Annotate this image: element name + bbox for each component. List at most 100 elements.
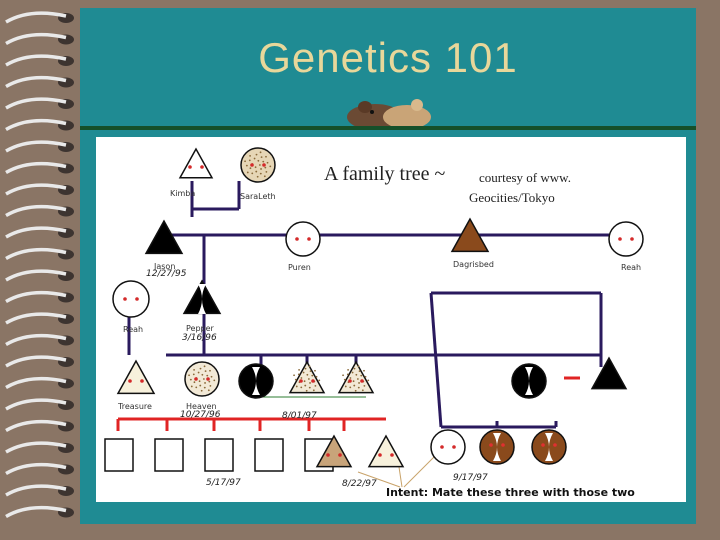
eye — [452, 445, 456, 449]
eye — [440, 445, 444, 449]
spiral-ring — [5, 290, 67, 304]
spiral-ring — [5, 32, 67, 46]
coat-speckle — [193, 381, 196, 384]
eye — [326, 453, 330, 457]
eye — [206, 377, 210, 381]
placeholder-box — [104, 438, 134, 472]
eye — [188, 165, 192, 169]
tree-graphic — [104, 147, 644, 488]
litter-date: 5/17/97 — [206, 478, 241, 488]
coat-speckle — [195, 386, 198, 389]
coat-speckle — [259, 151, 262, 154]
placeholder-box — [254, 438, 284, 472]
coat-speckle — [204, 370, 207, 373]
spiral-ring — [5, 505, 67, 519]
spiral-ring — [5, 161, 67, 175]
diagram-credit-source: Geocities/Tokyo — [469, 190, 555, 205]
coat-speckle — [306, 373, 309, 376]
member-female — [430, 429, 466, 465]
coat-speckle — [188, 374, 190, 377]
coat-speckle — [251, 172, 254, 175]
coat-pattern — [525, 367, 533, 395]
coat-speckle — [360, 374, 363, 377]
coat-speckle — [266, 161, 269, 164]
coat-speckle — [308, 365, 311, 368]
spiral-ring — [5, 183, 67, 196]
coat-speckle — [309, 370, 312, 373]
coat-speckle — [353, 367, 356, 370]
member-male — [590, 356, 628, 390]
member-female — [285, 221, 321, 257]
coat-speckle — [263, 175, 266, 178]
coat-speckle — [258, 164, 261, 166]
coat-speckle — [197, 371, 200, 374]
title-divider — [80, 126, 696, 130]
leader-line — [398, 466, 403, 488]
coat-speckle — [349, 386, 352, 389]
member-label: Pepper — [186, 324, 214, 333]
eye — [194, 377, 198, 381]
coat-speckle — [260, 168, 262, 170]
member-male — [178, 147, 214, 179]
member-male — [315, 434, 353, 468]
coat-speckle — [346, 373, 349, 376]
hamster-image — [347, 99, 431, 129]
coat-speckle — [307, 378, 310, 380]
member-male — [288, 360, 326, 394]
eye — [360, 379, 364, 383]
coat-speckle — [204, 382, 206, 384]
coat-speckle — [302, 371, 305, 374]
member-female — [112, 280, 150, 318]
family-tree-diagram: A family tree ~ courtesy of www. Geociti… — [96, 137, 686, 502]
spiral-ring — [5, 484, 67, 497]
member-label: Puren — [288, 263, 311, 272]
coat-speckle — [201, 373, 204, 376]
coat-speckle — [255, 170, 258, 173]
coat-speckle — [315, 375, 318, 378]
eye — [311, 379, 315, 383]
member-male — [144, 219, 184, 255]
coat-speckle — [314, 369, 316, 372]
placeholder-box — [154, 438, 184, 472]
coat-speckle — [344, 385, 347, 388]
coat-speckle — [357, 386, 360, 389]
eye — [630, 237, 634, 241]
eye — [378, 453, 382, 457]
coat-speckle — [257, 159, 260, 162]
member-label: Reah — [621, 263, 642, 272]
coat-speckle — [354, 389, 357, 392]
notebook-spiral-binding — [5, 11, 74, 519]
coat-speckle — [311, 374, 314, 377]
eye — [553, 443, 557, 447]
diagram-heading: A family tree ~ — [324, 163, 446, 185]
coat-speckle — [294, 378, 297, 381]
coat-speckle — [358, 370, 361, 373]
coat-speckle — [209, 369, 211, 372]
eye — [128, 379, 132, 383]
spiral-ring — [5, 419, 67, 433]
spiral-ring — [5, 247, 67, 261]
eye — [338, 453, 342, 457]
page-title: Genetics 101 — [258, 34, 518, 81]
member-date: 3/16/96 — [182, 333, 217, 343]
coat-speckle — [200, 389, 203, 392]
member-label: Jason — [154, 262, 176, 271]
coat-speckle — [342, 374, 344, 377]
eye — [123, 297, 127, 301]
spiral-ring — [5, 462, 67, 476]
coat-speckle — [357, 365, 360, 368]
coat-speckle — [295, 385, 298, 388]
coat-speckle — [260, 156, 263, 159]
coat-pattern — [252, 367, 260, 395]
member-date: 10/27/96 — [180, 410, 221, 420]
coat-speckle — [248, 159, 251, 162]
member-label: Treasure — [118, 402, 152, 411]
coat-speckle — [304, 384, 307, 387]
coat-speckle — [264, 166, 267, 169]
litter-date: 8/22/97 — [342, 479, 377, 489]
member-date: 12/27/95 — [146, 269, 187, 279]
coat-speckle — [309, 382, 311, 384]
spiral-ring — [5, 97, 67, 110]
coat-pattern — [545, 433, 553, 461]
